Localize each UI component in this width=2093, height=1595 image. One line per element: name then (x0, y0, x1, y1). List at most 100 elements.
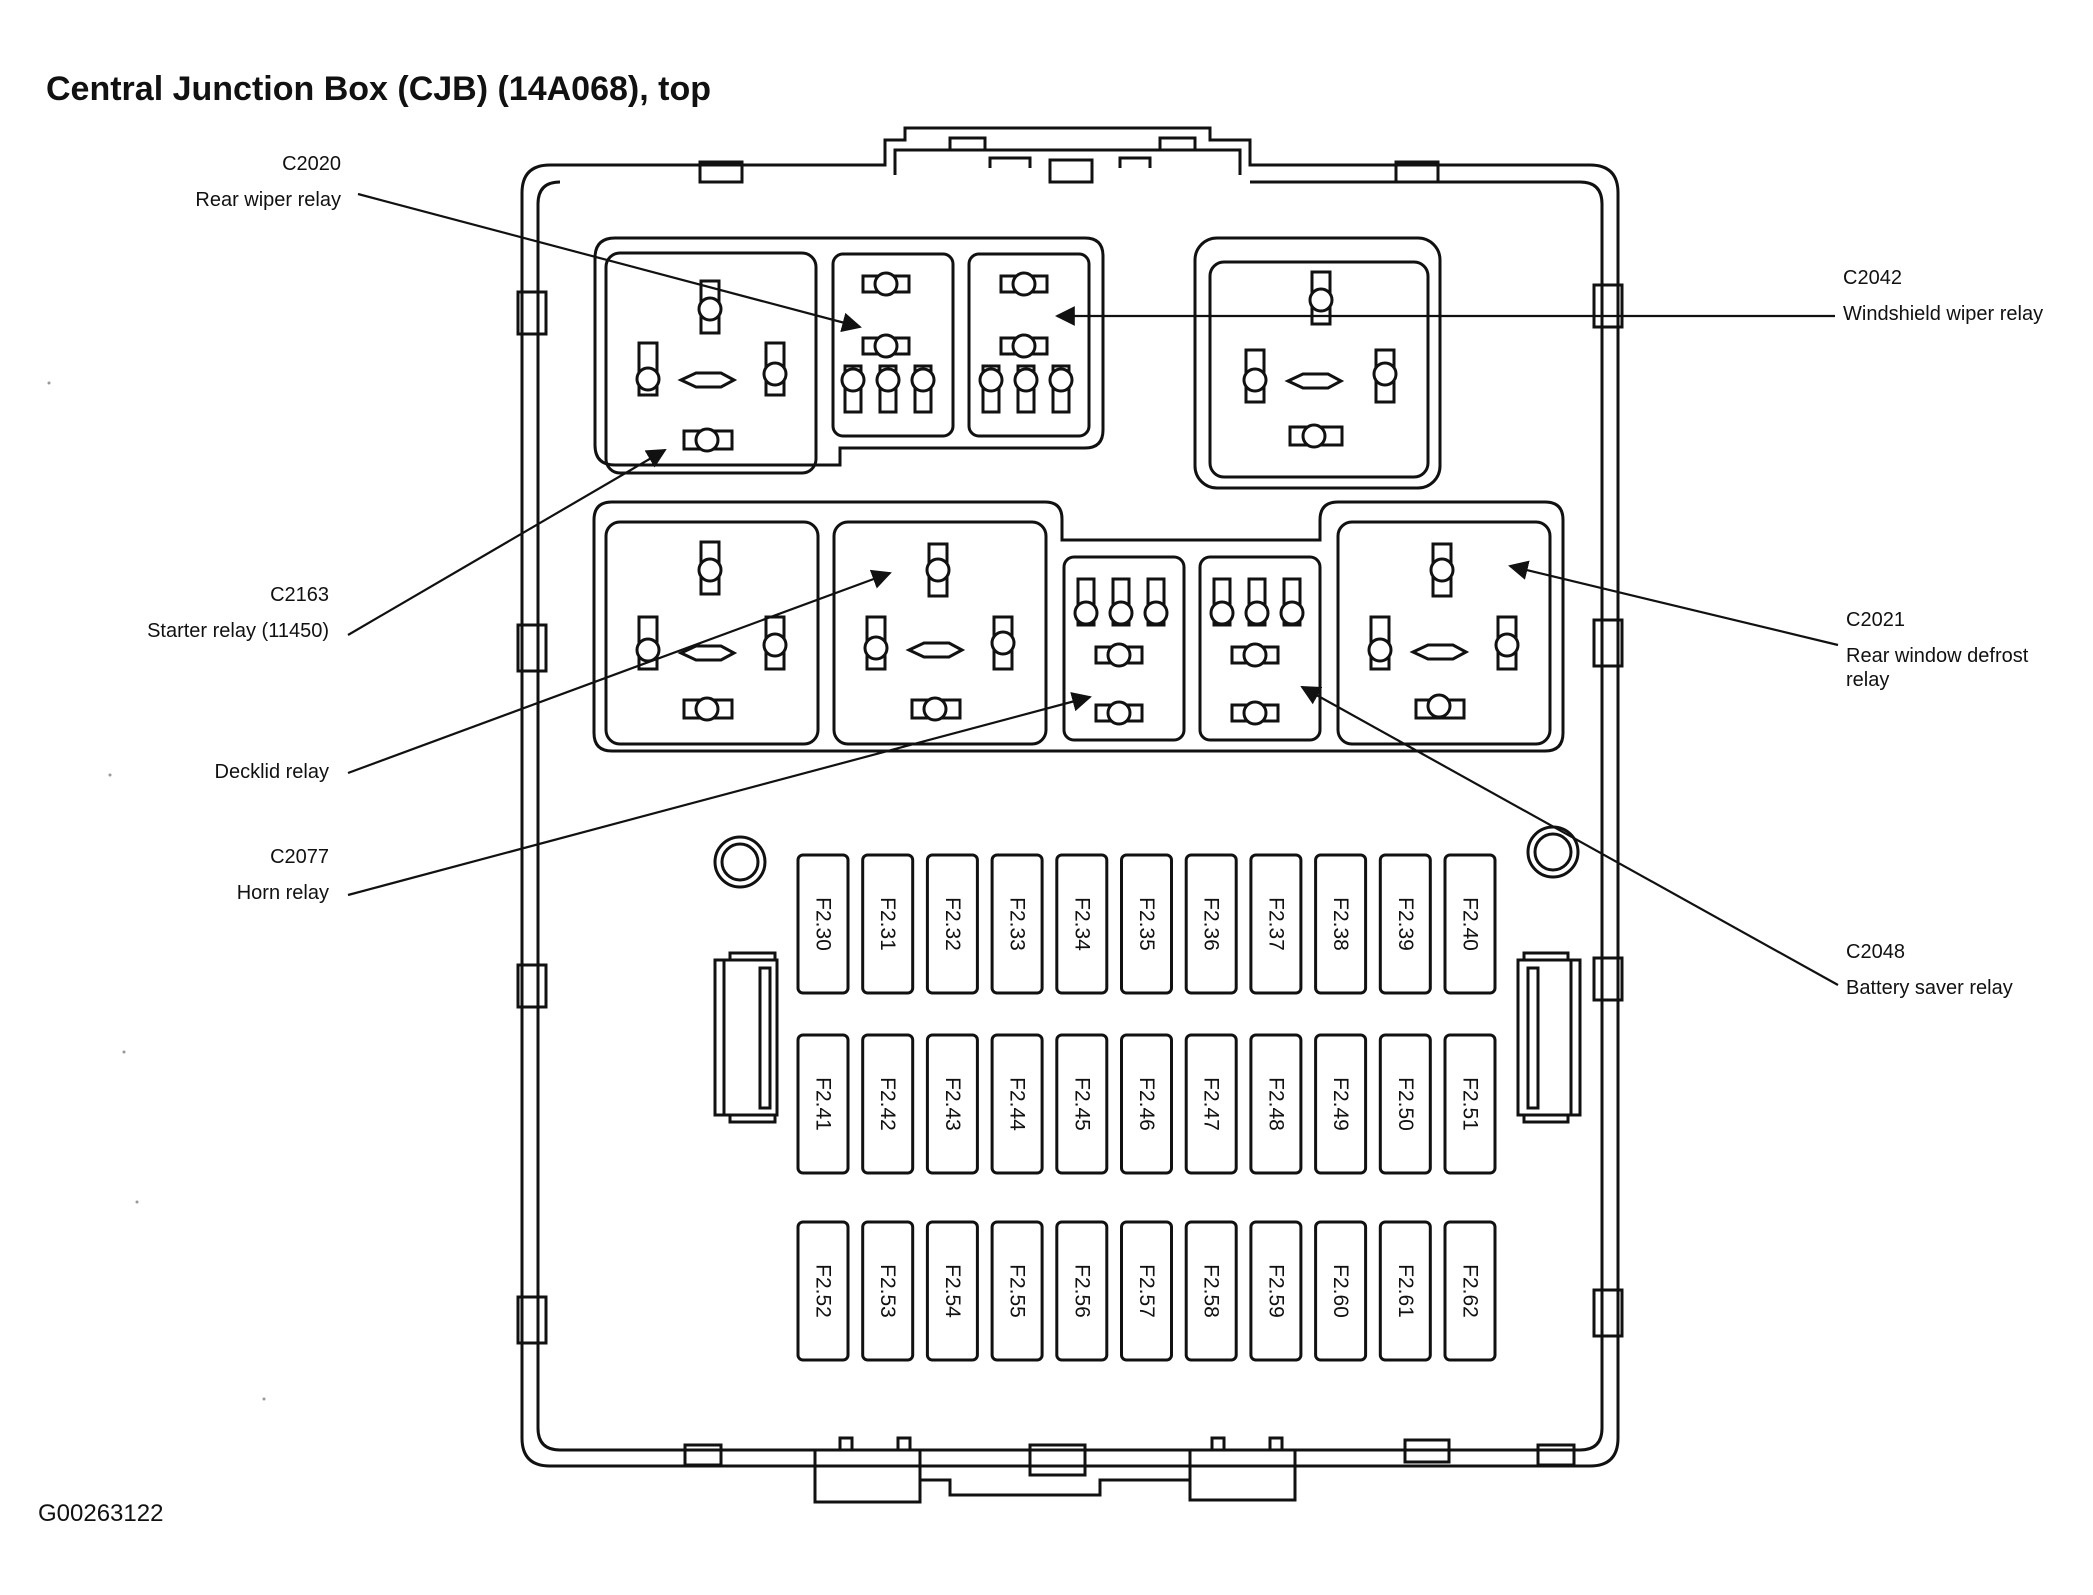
leader-decklid (347, 569, 892, 775)
fuse-label: F2.54 (941, 1264, 964, 1318)
fuse-label: F2.44 (1006, 1077, 1029, 1131)
fuse-label: F2.35 (1135, 897, 1158, 951)
fuse: F2.30 (796, 853, 850, 995)
fuse-body (990, 1033, 1044, 1175)
fuse-label: F2.60 (1329, 1264, 1352, 1318)
fuse-label: F2.43 (941, 1077, 964, 1131)
callout-name: Starter relay (11450) (147, 620, 329, 642)
scan-specks (47, 381, 266, 1401)
fuse: F2.55 (990, 1220, 1044, 1362)
callout-name: Battery saver relay (1846, 977, 2013, 999)
fuse: F2.58 (1184, 1220, 1238, 1362)
fuse-label: F2.31 (876, 897, 899, 951)
fuse: F2.46 (1120, 1033, 1173, 1175)
fuse: F2.60 (1314, 1220, 1368, 1362)
fuse-body (1314, 853, 1368, 995)
fuse-body (925, 1220, 979, 1362)
fuse: F2.33 (990, 853, 1044, 995)
fuse-label: F2.47 (1200, 1077, 1223, 1131)
fuse-label: F2.41 (812, 1077, 835, 1131)
fuse-label: F2.50 (1394, 1077, 1417, 1131)
fuse: F2.57 (1120, 1220, 1173, 1362)
fuse-label: F2.38 (1329, 897, 1352, 951)
fuse-label: F2.55 (1006, 1264, 1029, 1318)
fuse: F2.52 (796, 1220, 850, 1362)
fuse: F2.49 (1314, 1033, 1368, 1175)
fuse-body (1184, 853, 1238, 995)
fuse-label: F2.34 (1070, 897, 1093, 951)
fuse: F2.34 (1055, 853, 1109, 995)
relay-micro (831, 252, 955, 438)
fuse: F2.42 (861, 1033, 915, 1175)
fuse-body (925, 853, 979, 995)
fuse-label: F2.52 (812, 1264, 835, 1318)
relay-large (1208, 260, 1430, 479)
callout-c2048: C2048 Battery saver relay (1846, 940, 2013, 1000)
fuse-label: F2.51 (1459, 1077, 1482, 1131)
side-connector (713, 951, 779, 1124)
fuse: F2.47 (1184, 1033, 1238, 1175)
fuse-label: F2.33 (1006, 897, 1029, 951)
callout-name: Rear wiper relay (195, 189, 341, 211)
fuse-body (990, 1220, 1044, 1362)
relay-micro (967, 252, 1091, 438)
fuse-body (1443, 1033, 1497, 1175)
fuse-label: F2.49 (1329, 1077, 1352, 1131)
fuse: F2.50 (1378, 1033, 1432, 1175)
relay-micro (1198, 555, 1322, 742)
leader-c2021 (1508, 560, 1839, 647)
leader-c2077 (347, 692, 1092, 897)
fuse-body (1249, 1033, 1303, 1175)
fuse-body (861, 1220, 915, 1362)
fuse-label: F2.59 (1264, 1264, 1287, 1318)
leader-lines (347, 192, 1839, 986)
relay-large (832, 520, 1048, 746)
fuse: F2.62 (1443, 1220, 1497, 1362)
fuse-body (861, 853, 915, 995)
fuse: F2.56 (1055, 1220, 1109, 1362)
callout-c2021: C2021 Rear window defrost relay (1846, 608, 2056, 692)
relay-large (604, 520, 820, 746)
fuse-body (1314, 1220, 1368, 1362)
housing-outline (516, 126, 1624, 1504)
relay-micro (1062, 555, 1186, 742)
callout-name: Horn relay (236, 882, 329, 904)
fuse-label: F2.39 (1394, 897, 1417, 951)
fuse-label: F2.56 (1070, 1264, 1093, 1318)
fuse-body (1120, 853, 1173, 995)
fuse: F2.43 (925, 1033, 979, 1175)
fuse-label: F2.46 (1135, 1077, 1158, 1131)
fuse-body (1249, 853, 1303, 995)
fuse-body (1120, 1220, 1173, 1362)
fuse-label: F2.32 (941, 897, 964, 951)
fuse-label: F2.30 (812, 897, 835, 951)
callout-code: C2021 (1846, 609, 1905, 631)
fuse: F2.61 (1378, 1220, 1432, 1362)
callout-code: C2048 (1846, 941, 1905, 963)
relay-large (1336, 520, 1552, 746)
fuse-body (1314, 1033, 1368, 1175)
fuse-label: F2.42 (876, 1077, 899, 1131)
fuse: F2.38 (1314, 853, 1368, 995)
fuse-body (796, 1220, 850, 1362)
fuse: F2.31 (861, 853, 915, 995)
relay-frames (592, 236, 1565, 753)
callout-name: Windshield wiper relay (1843, 303, 2044, 325)
document-id: G00263122 (38, 1500, 164, 1527)
fuse-body (925, 1033, 979, 1175)
fuse-body (1443, 1220, 1497, 1362)
side-connector (1516, 951, 1582, 1124)
fuse: F2.40 (1443, 853, 1497, 995)
callout-c2042: C2042 Windshield wiper relay (1843, 266, 2043, 326)
callout-code: C2042 (1843, 267, 1902, 289)
fuse-body (1184, 1220, 1238, 1362)
fuse: F2.41 (796, 1033, 850, 1175)
fuse: F2.51 (1443, 1033, 1497, 1175)
callout-decklid: Decklid relay (215, 760, 329, 784)
fuse-label: F2.57 (1135, 1264, 1158, 1318)
callout-name: Rear window defrost relay (1846, 645, 2029, 691)
fuse: F2.53 (861, 1220, 915, 1362)
callout-c2077: C2077 Horn relay (237, 845, 329, 905)
